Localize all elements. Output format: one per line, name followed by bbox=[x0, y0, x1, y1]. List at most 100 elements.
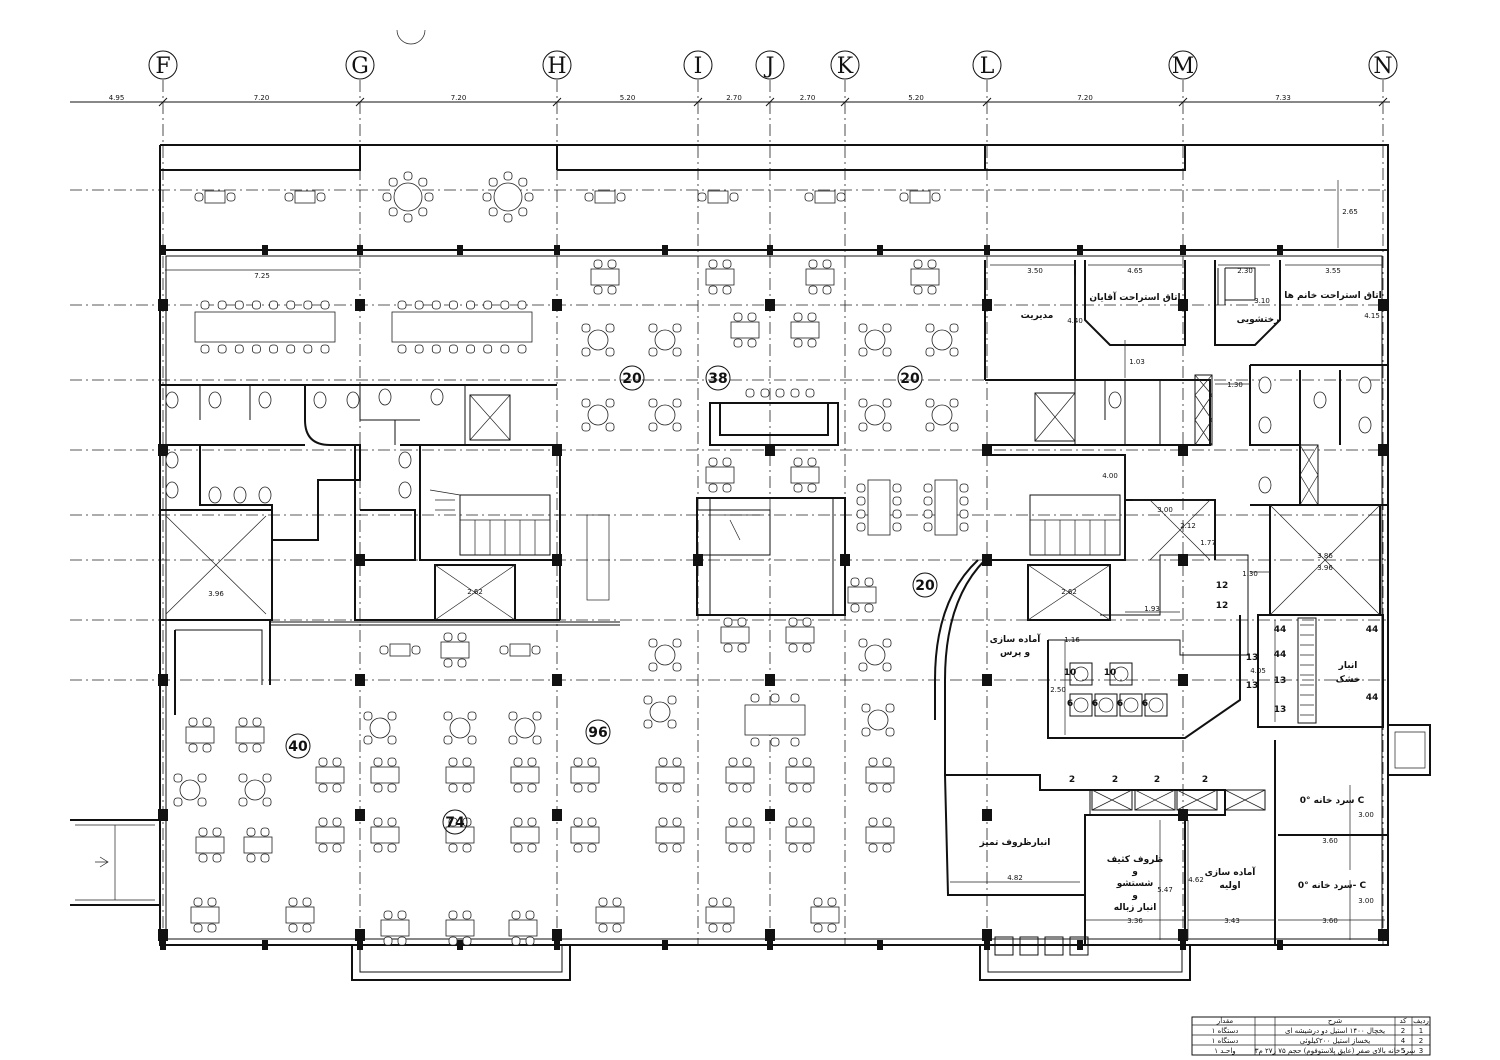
dining-table bbox=[810, 906, 840, 924]
chair bbox=[927, 259, 937, 269]
tick-bottom-9 bbox=[1077, 940, 1083, 950]
dim-terrace-depth: 2.65 bbox=[1342, 208, 1358, 216]
top-dim-0: 4.95 bbox=[109, 94, 125, 102]
dim-tick-2 bbox=[552, 97, 562, 107]
chair bbox=[892, 483, 902, 493]
room-waste-store: انبار زباله bbox=[1114, 903, 1157, 913]
sanitary-fixture bbox=[165, 481, 179, 499]
chair bbox=[584, 192, 594, 202]
burner-ring bbox=[1148, 697, 1164, 713]
chair bbox=[525, 936, 535, 946]
chair bbox=[648, 638, 658, 648]
chair bbox=[197, 797, 207, 807]
chair bbox=[202, 717, 212, 727]
column-4 bbox=[982, 299, 992, 311]
column-3 bbox=[765, 299, 775, 311]
chair bbox=[193, 923, 203, 933]
chair bbox=[658, 817, 668, 827]
chair bbox=[672, 843, 682, 853]
axis-label-3: I bbox=[694, 54, 703, 79]
chair bbox=[457, 658, 467, 668]
chair bbox=[500, 300, 510, 310]
chair bbox=[722, 923, 732, 933]
waste-bin bbox=[994, 936, 1014, 956]
column-20 bbox=[355, 674, 365, 686]
burner-ring bbox=[1073, 697, 1089, 713]
chair bbox=[207, 923, 217, 933]
chair bbox=[858, 347, 868, 357]
chair bbox=[288, 897, 298, 907]
burner-ring bbox=[1113, 666, 1129, 682]
column-12 bbox=[1378, 444, 1388, 456]
sanitary-fixture bbox=[1258, 376, 1272, 394]
chair bbox=[882, 347, 892, 357]
chair bbox=[658, 757, 668, 767]
chair bbox=[864, 577, 874, 587]
chair bbox=[197, 773, 207, 783]
chair bbox=[648, 347, 658, 357]
axis-bubble-5 bbox=[830, 50, 860, 80]
dining-table bbox=[705, 466, 735, 484]
room-women-rest: اتاق استراحت خانم ها bbox=[1284, 291, 1382, 301]
equipment-label-7: 44 bbox=[1274, 650, 1287, 660]
dining-table bbox=[190, 906, 220, 924]
chair bbox=[302, 923, 312, 933]
equipment-label-1: 2 bbox=[1112, 775, 1118, 785]
room-washing: شستشو bbox=[1116, 879, 1154, 889]
chair bbox=[885, 703, 895, 713]
burner-ring bbox=[1123, 697, 1139, 713]
tick-top-5 bbox=[662, 245, 668, 255]
chair bbox=[373, 783, 383, 793]
chair bbox=[807, 483, 817, 493]
chair bbox=[882, 398, 892, 408]
chair bbox=[672, 398, 682, 408]
chair bbox=[449, 344, 458, 354]
round-table bbox=[654, 329, 676, 351]
dim-private-room: 7.25 bbox=[254, 272, 270, 280]
column-28 bbox=[765, 809, 775, 821]
chair bbox=[443, 658, 453, 668]
chair bbox=[708, 285, 718, 295]
chair bbox=[807, 338, 817, 348]
top-dim-1: 7.20 bbox=[254, 94, 270, 102]
chair bbox=[697, 192, 707, 202]
equipment-label-17: 6 bbox=[1092, 699, 1098, 709]
chair bbox=[517, 300, 527, 310]
chair bbox=[868, 817, 878, 827]
dim-laundry-h: 3.10 bbox=[1254, 297, 1270, 305]
sanitary-fixture bbox=[208, 486, 222, 504]
chair bbox=[238, 717, 248, 727]
chair bbox=[667, 695, 677, 705]
dining-table bbox=[725, 826, 755, 844]
chair bbox=[598, 923, 608, 933]
column-29 bbox=[982, 809, 992, 821]
chair bbox=[466, 344, 475, 354]
equipment-label-13: 13 bbox=[1246, 681, 1259, 691]
chair bbox=[457, 632, 467, 642]
room-dirty-dishes: ظروف کثیف bbox=[1107, 855, 1164, 865]
chair bbox=[517, 344, 527, 354]
chair bbox=[856, 509, 866, 519]
chair bbox=[518, 207, 528, 217]
top-dim-5: 2.70 bbox=[800, 94, 816, 102]
chair bbox=[923, 522, 933, 532]
dim-stair-h: 4.00 bbox=[1102, 472, 1118, 480]
chair bbox=[387, 843, 397, 853]
axis-bubble-3 bbox=[683, 50, 713, 80]
dining-table bbox=[380, 919, 410, 937]
chair bbox=[802, 617, 812, 627]
waste-bin bbox=[1069, 936, 1089, 956]
chair bbox=[643, 719, 653, 729]
column-21 bbox=[552, 674, 562, 686]
chair bbox=[959, 483, 969, 493]
dining-table bbox=[510, 826, 540, 844]
chair bbox=[462, 757, 472, 767]
wall-ticks bbox=[160, 245, 1283, 950]
chair bbox=[198, 853, 208, 863]
chair bbox=[466, 300, 475, 310]
dining-table bbox=[510, 766, 540, 784]
top-dim-7: 7.20 bbox=[1077, 94, 1093, 102]
count-bubble-3 bbox=[912, 572, 938, 598]
chair bbox=[527, 817, 537, 827]
chair bbox=[234, 344, 244, 354]
